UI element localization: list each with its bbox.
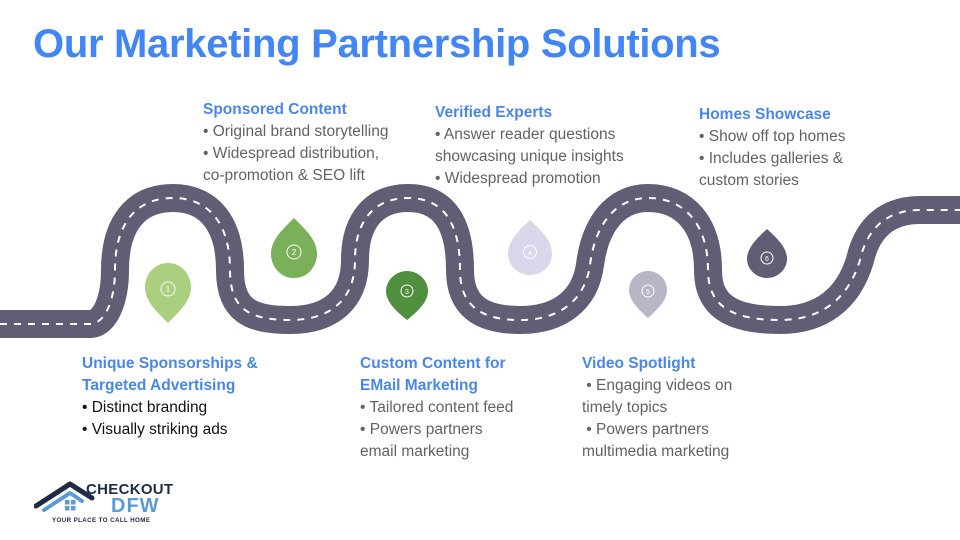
road — [0, 184, 960, 338]
milestone-pin-4: 4 — [508, 220, 552, 275]
milestone-number-5: 5 — [646, 289, 650, 296]
logo-line-2: DFW — [111, 495, 160, 517]
homes-showcase-heading: Homes Showcase — [699, 106, 831, 123]
sponsored-content-block: Sponsored Content • Original brand story… — [203, 99, 389, 187]
unique-line-1: • Distinct branding — [82, 399, 208, 416]
milestone-pin-6: 6 — [747, 229, 787, 278]
video-line-2: timely topics — [582, 399, 668, 416]
video-line-4: multimedia marketing — [582, 443, 730, 460]
homes-line-1: • Show off top homes — [699, 128, 846, 145]
custom-content-heading-1: Custom Content for — [360, 355, 506, 372]
video-line-1: • Engaging videos on — [582, 377, 733, 394]
milestone-pin-5: 5 — [629, 271, 667, 318]
logo-tagline: YOUR PLACE TO CALL HOME — [52, 517, 151, 524]
house-roof-icon — [34, 481, 95, 512]
video-spotlight-heading: Video Spotlight — [582, 355, 696, 372]
milestone-number-3: 3 — [405, 289, 409, 296]
milestone-number-6: 6 — [765, 256, 769, 263]
video-spotlight-block: Video Spotlight • Engaging videos on tim… — [582, 353, 732, 463]
milestone-pin-2: 2 — [271, 218, 317, 278]
checkout-dfw-logo: CHECKOUT DFW YOUR PLACE TO CALL HOME — [34, 480, 174, 528]
page-title: Our Marketing Partnership Solutions — [33, 22, 721, 66]
video-line-3: • Powers partners — [582, 421, 709, 438]
unique-sponsorships-block: Unique Sponsorships & Targeted Advertisi… — [82, 353, 258, 441]
custom-line-2: • Powers partners — [360, 421, 483, 438]
homes-line-3: custom stories — [699, 172, 799, 189]
homes-line-2: • Includes galleries & — [699, 150, 844, 167]
custom-line-3: email marketing — [360, 443, 470, 460]
milestone-number-2: 2 — [292, 248, 297, 257]
logo-line-1: CHECKOUT — [86, 481, 174, 498]
experts-line-2: showcasing unique insights — [435, 148, 624, 165]
custom-content-heading-2: EMail Marketing — [360, 377, 478, 394]
road-dashes — [0, 196, 960, 325]
experts-line-1: • Answer reader questions — [435, 126, 616, 143]
homes-showcase-block: Homes Showcase • Show off top homes • In… — [699, 104, 845, 192]
milestone-number-1: 1 — [166, 285, 171, 294]
sponsored-content-heading: Sponsored Content — [203, 101, 347, 118]
sponsored-line-1: • Original brand storytelling — [203, 123, 389, 140]
custom-line-1: • Tailored content feed — [360, 399, 514, 416]
unique-sponsorships-heading-2: Targeted Advertising — [82, 377, 236, 394]
sponsored-line-2: • Widespread distribution, — [203, 145, 380, 162]
milestone-number-4: 4 — [528, 250, 532, 257]
experts-line-3: • Widespread promotion — [435, 170, 601, 187]
verified-experts-heading: Verified Experts — [435, 104, 553, 121]
unique-line-2: • Visually striking ads — [82, 421, 228, 438]
verified-experts-block: Verified Experts • Answer reader questio… — [435, 102, 624, 190]
milestone-pin-3: 3 — [386, 271, 428, 320]
milestone-pin-1: 1 — [145, 263, 191, 323]
custom-content-block: Custom Content for EMail Marketing • Tai… — [360, 353, 513, 463]
unique-sponsorships-heading-1: Unique Sponsorships & — [82, 355, 258, 372]
sponsored-line-3: co-promotion & SEO lift — [203, 167, 365, 184]
